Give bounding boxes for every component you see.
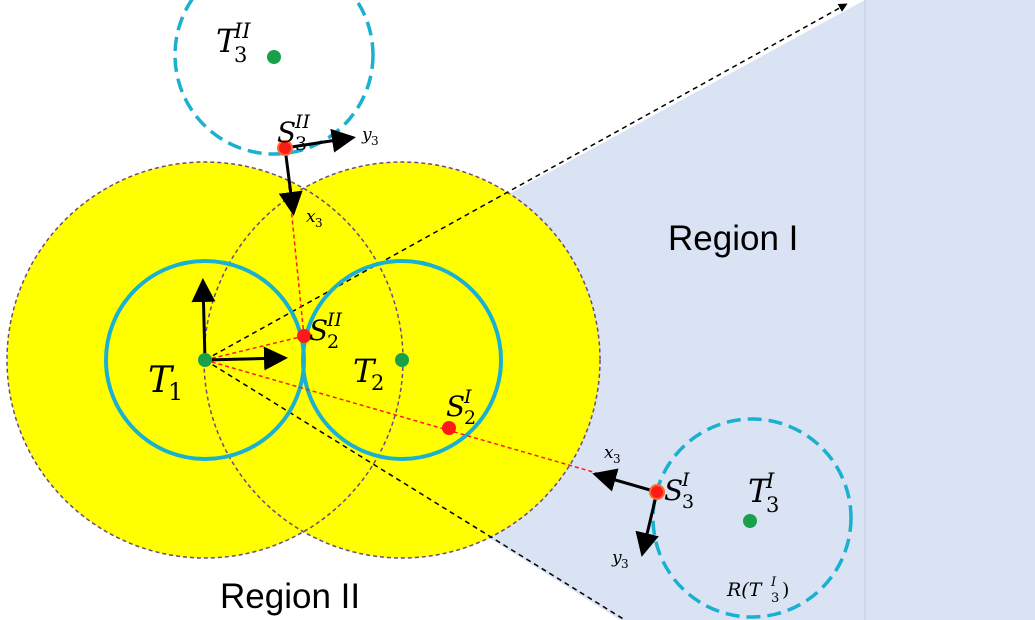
red-line-t1-s2ii xyxy=(204,335,305,361)
point-s2-i xyxy=(442,421,456,435)
label-t1: T 1 xyxy=(148,360,183,406)
circle-t3-ii xyxy=(173,0,375,156)
point-s3-i xyxy=(649,484,665,500)
point-s2-ii xyxy=(297,329,311,343)
point-s3-ii xyxy=(277,140,293,156)
boundary-line-lower xyxy=(204,359,626,620)
s3i-axis-y3 xyxy=(635,491,659,557)
region-1-label: Region I xyxy=(668,219,798,258)
label-s3-ii: S 3 II xyxy=(277,111,312,155)
region-2-label: Region II xyxy=(220,577,360,616)
circle-t3-i xyxy=(651,417,853,619)
label-s2-i: S 2 I xyxy=(446,386,481,429)
label-y3-top: y 3 xyxy=(361,125,379,148)
point-t1 xyxy=(198,353,212,367)
label-t3-i: T 3 I xyxy=(748,469,784,517)
point-t2 xyxy=(395,353,409,367)
s3i-axis-x3 xyxy=(592,468,658,494)
circle-t2 xyxy=(301,259,503,461)
point-t3-ii xyxy=(267,50,281,64)
label-t3-ii: T 3 II xyxy=(216,19,252,67)
label-r-t3-i: R(T 3 I ) xyxy=(726,571,789,606)
label-s3-i: S 3 I xyxy=(664,469,699,513)
label-x3-right: x 3 xyxy=(604,443,621,466)
point-t3-i xyxy=(743,514,757,528)
boundary-line-upper xyxy=(204,3,848,361)
s3ii-axis-x3 xyxy=(278,147,303,216)
region-disk-t2-outline xyxy=(203,161,601,559)
label-t2: T 2 xyxy=(353,352,384,395)
red-line-t1-s3i xyxy=(204,359,601,475)
s3ii-axis-y3 xyxy=(284,128,356,153)
label-y3-right: y 3 xyxy=(611,548,629,571)
t1-axis-right xyxy=(204,346,288,371)
label-s2-ii: S 2 II xyxy=(309,309,344,353)
t1-axis-up xyxy=(191,278,216,361)
label-x3-top: x 3 xyxy=(306,207,323,230)
